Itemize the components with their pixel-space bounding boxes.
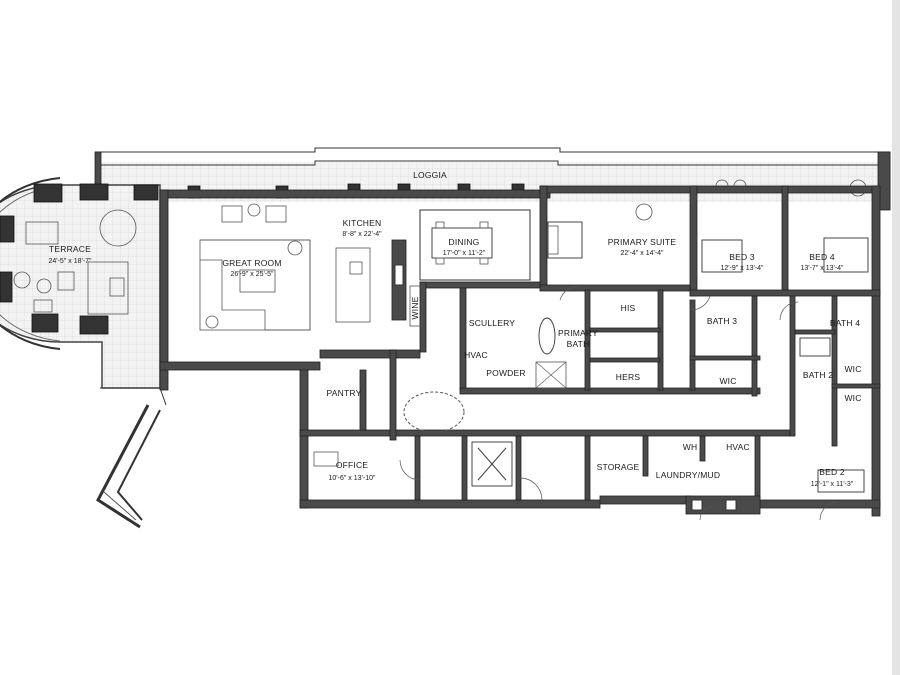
wh-label: WH (683, 442, 698, 452)
bath2-tub (799, 337, 831, 357)
bed3-label: BED 3 (729, 252, 755, 262)
loggia-area (94, 147, 891, 211)
terrace-area (0, 177, 161, 389)
primary-bath-label-line1: PRIMARY (558, 328, 598, 338)
hvac-label-b: HVAC (726, 442, 750, 452)
kitchen-label: KITCHEN (343, 218, 382, 228)
great-room-furniture (199, 203, 311, 331)
wic-label-a: WIC (719, 376, 736, 386)
bath2-label: BATH 2 (803, 370, 833, 380)
scullery-label: SCULLERY (469, 318, 515, 328)
bed2-size: 12'-1" x 11'-3" (811, 481, 854, 488)
terrace-size: 24'-5" x 18'-7" (48, 258, 92, 265)
powder-label: POWDER (486, 368, 525, 378)
terrace-planters (0, 183, 159, 335)
pantry-label: PANTRY (327, 388, 362, 398)
elevator (471, 441, 513, 487)
kitchen-size: 8'-8" x 22'-4" (342, 231, 382, 238)
main-walls (159, 185, 881, 517)
primary-suite-furniture (547, 203, 653, 259)
bath3-label: BATH 3 (707, 316, 737, 326)
his-label: HIS (621, 303, 636, 313)
primary-bath-label-line2: BATH (567, 339, 590, 349)
great-room-label: GREAT ROOM (222, 258, 281, 268)
bed3-size: 12'-9" x 13'-4" (720, 265, 764, 272)
bath4-label: BATH 4 (830, 318, 860, 328)
primary-bath-fixtures (535, 317, 567, 389)
hvac-label-a: HVAC (464, 350, 488, 360)
wic-label-b: WIC (844, 364, 861, 374)
wic-label-c: WIC (844, 393, 861, 403)
kitchen-fixtures (335, 239, 423, 327)
primary-suite-size: 22'-4" x 14'-4" (620, 250, 664, 257)
great-room-size: 26'-9" x 25'-5" (230, 271, 274, 278)
door-swings (399, 285, 839, 521)
primary-suite-label: PRIMARY SUITE (608, 237, 677, 247)
bed2-label: BED 2 (819, 467, 845, 477)
office-size: 10'-6" x 13'-10" (329, 475, 376, 482)
foyer-oval (403, 391, 465, 433)
wine-label: WINE (410, 296, 420, 319)
loggia-label: LOGGIA (413, 170, 447, 180)
bed4-size: 13'-7" x 13'-4" (800, 265, 844, 272)
page-edge-strip (892, 0, 900, 675)
laundry-label: LAUNDRY/MUD (656, 470, 720, 480)
terrace-label: TERRACE (49, 244, 91, 254)
dining-size: 17'-0" x 11'-2" (443, 250, 486, 257)
hers-label: HERS (616, 372, 641, 382)
storage-label: STORAGE (597, 462, 640, 472)
bed4-label: BED 4 (809, 252, 835, 262)
dining-furniture (419, 209, 531, 281)
bedroom-beds (701, 237, 869, 493)
dining-label: DINING (449, 237, 480, 247)
laundry-fixtures (685, 495, 761, 515)
office-label: OFFICE (336, 460, 368, 470)
office-desk (313, 451, 339, 467)
exterior-stair (96, 387, 167, 529)
